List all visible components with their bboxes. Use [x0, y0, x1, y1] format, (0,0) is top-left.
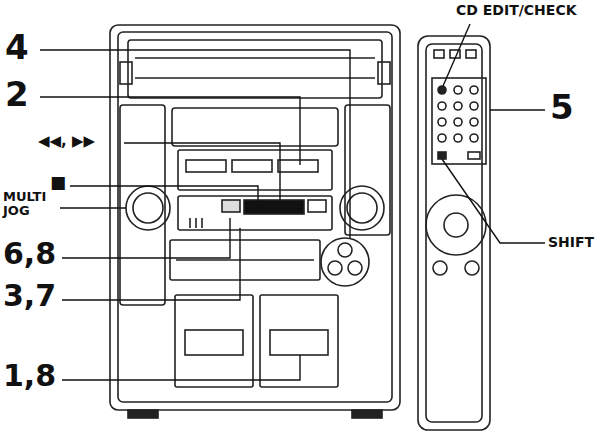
leader-lines [40, 24, 545, 380]
knob-label: MULTI JOG [3, 190, 55, 217]
callout-number: 3,7 [3, 280, 73, 312]
callout-number: 1,8 [3, 360, 73, 392]
callout-number: 5 [550, 90, 600, 126]
button-label: CD EDIT/CHECK [456, 3, 606, 18]
callout-number: 2 [5, 77, 45, 113]
button-label: SHIFT [548, 235, 606, 250]
button-label: ■ [50, 174, 80, 192]
button-label: ◀◀, ▶▶ [38, 134, 128, 150]
callout-number: 6,8 [3, 238, 73, 270]
callout-number: 4 [5, 30, 45, 66]
